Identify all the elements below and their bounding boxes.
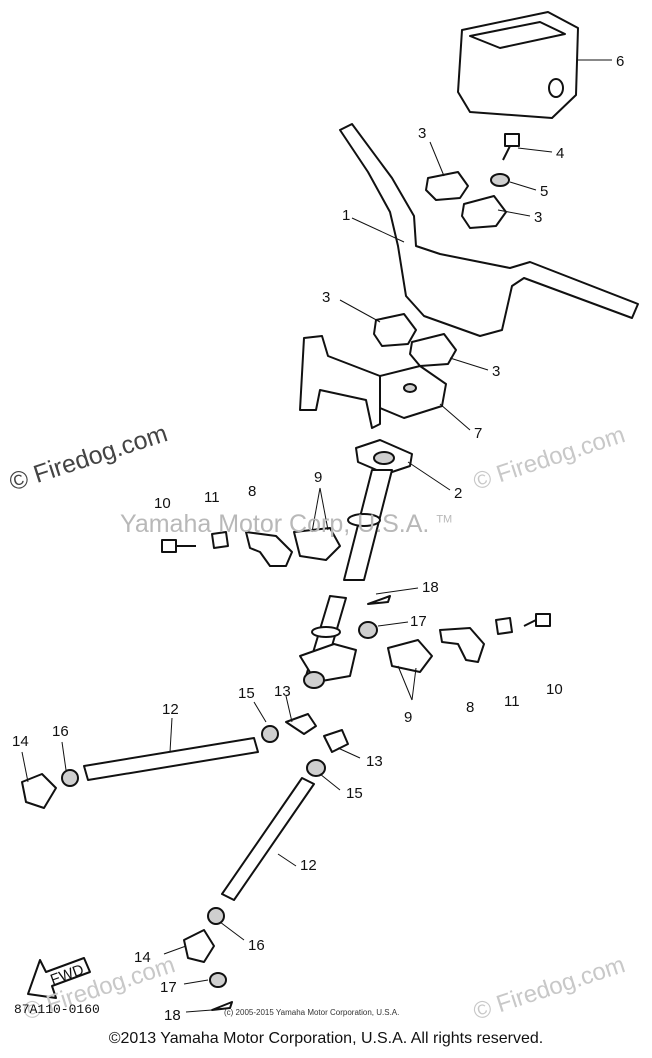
callout-12-diagonal: 12 <box>300 857 317 874</box>
handlebar <box>339 123 639 337</box>
nut-16-left <box>61 769 79 787</box>
callout-15-left: 15 <box>238 685 255 702</box>
callout-14-bottom: 14 <box>134 949 151 966</box>
callout-9-left: 9 <box>314 469 322 486</box>
callout-3-upper-left: 3 <box>418 125 426 142</box>
callout-15-right: 15 <box>346 785 363 802</box>
lock-washer-11-right <box>495 617 513 635</box>
callout-8-right: 8 <box>466 699 474 716</box>
callout-17-upper: 17 <box>410 613 427 630</box>
small-copyright: (c) 2005-2015 Yamaha Motor Corporation, … <box>224 1008 400 1017</box>
callout-1: 1 <box>342 207 350 224</box>
callout-13-right: 13 <box>366 753 383 770</box>
callout-11-left: 11 <box>204 489 220 506</box>
shaft-holder-8-left <box>245 531 293 567</box>
washer-5 <box>490 173 510 187</box>
steering-shaft-lower <box>299 595 357 689</box>
callout-12-horizontal: 12 <box>162 701 179 718</box>
callout-6: 6 <box>616 53 624 70</box>
tie-rod-end-13-right <box>323 729 349 753</box>
shaft-holder-8-right <box>439 627 485 663</box>
copyright-footer: ©2013 Yamaha Motor Corporation, U.S.A. A… <box>108 1030 544 1047</box>
bolt-10-right <box>523 613 551 627</box>
callout-4: 4 <box>556 145 564 162</box>
lock-washer-11-left <box>211 531 229 549</box>
nut-16-bottom <box>207 907 225 925</box>
nut-15-right <box>306 759 326 777</box>
callout-5: 5 <box>540 183 548 200</box>
callout-10-left: 10 <box>154 495 171 512</box>
callout-14-left: 14 <box>12 733 29 750</box>
bolt-4 <box>502 133 520 161</box>
fwd-arrow-icon: FWD <box>27 957 91 999</box>
bushing-9-right <box>387 639 433 673</box>
callout-18-upper: 18 <box>422 579 439 596</box>
callout-8-left: 8 <box>248 483 256 500</box>
callout-13-left: 13 <box>274 683 291 700</box>
tie-rod-end-14-left <box>21 773 57 809</box>
nut-17-upper <box>358 621 378 639</box>
handlebar-holder-lower-right <box>409 333 457 367</box>
drawing-code: 87A110-0160 <box>14 1002 100 1017</box>
callout-16-bottom: 16 <box>248 937 265 954</box>
callout-17-bottom: 17 <box>160 979 177 996</box>
tie-rod-end-14-bottom <box>183 929 215 963</box>
handlebar-holder-upper-left <box>425 171 469 201</box>
callout-9-right: 9 <box>404 709 412 726</box>
leader-lines <box>21 59 612 1013</box>
steering-column <box>343 439 413 581</box>
bushing-9-left <box>293 527 341 561</box>
handlebar-holder-upper-right <box>461 195 507 229</box>
cotter-pin-18-upper <box>367 595 391 605</box>
handlebar-holder-lower-left <box>373 313 417 347</box>
bolt-10-left <box>161 539 196 553</box>
nut-15-left <box>261 725 279 743</box>
tie-rod-12-diagonal <box>221 777 315 901</box>
tie-rod-end-13-left <box>285 713 317 735</box>
callout-10-right: 10 <box>546 681 563 698</box>
callout-3-upper-right: 3 <box>534 209 542 226</box>
column-bracket <box>299 335 447 429</box>
tie-rod-12-horizontal <box>83 737 259 781</box>
callout-7: 7 <box>474 425 482 442</box>
callout-18-bottom: 18 <box>164 1007 181 1024</box>
nut-17-bottom <box>209 972 227 988</box>
handlebar-pad <box>457 11 579 119</box>
callout-3-lower-right: 3 <box>492 363 500 380</box>
callout-3-lower-left: 3 <box>322 289 330 306</box>
callout-16-left: 16 <box>52 723 69 740</box>
callout-2: 2 <box>454 485 462 502</box>
callout-11-right: 11 <box>504 693 520 710</box>
fwd-label: FWD <box>48 961 86 989</box>
cotter-pin-18-bottom <box>211 1001 233 1011</box>
